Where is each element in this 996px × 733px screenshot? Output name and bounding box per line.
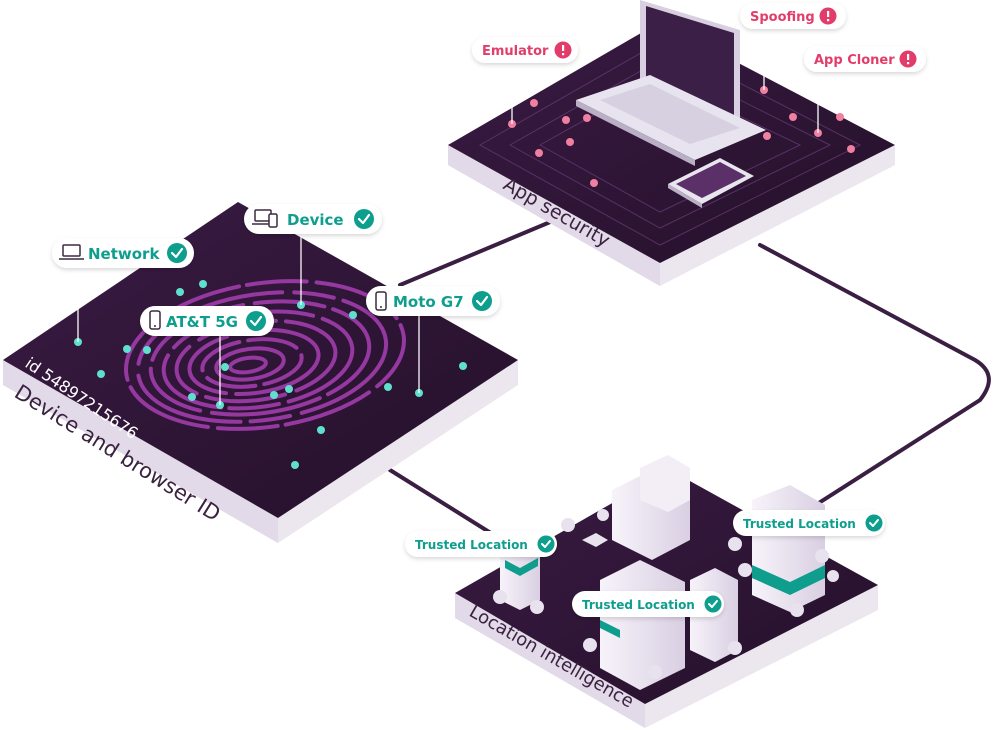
tag-label: App Cloner <box>814 53 895 68</box>
tag-trusted-location-2: Trusted Location <box>572 591 724 617</box>
data-point <box>789 113 797 121</box>
data-point <box>285 385 293 393</box>
device-data-points <box>74 280 467 469</box>
tag-label: Trusted Location <box>415 538 528 552</box>
app-tag-pins <box>511 25 819 133</box>
tag-label: Device <box>287 211 344 229</box>
phone-icon <box>149 310 161 330</box>
data-point <box>188 393 196 401</box>
data-point <box>270 391 278 399</box>
phone-icon <box>375 291 387 311</box>
platform-side <box>3 360 518 543</box>
tag-carrier: AT&T 5G <box>140 306 274 336</box>
laptop-icon <box>59 244 84 260</box>
app-security-platform: App security <box>448 0 895 286</box>
platform-edge-left <box>455 593 645 728</box>
tag-trusted-location-3: Trusted Location <box>733 510 885 536</box>
data-point <box>535 149 543 157</box>
data-point <box>143 346 151 354</box>
data-point <box>176 288 184 296</box>
data-point <box>763 132 771 140</box>
laptop-graphic <box>576 0 766 166</box>
app-data-points <box>508 86 855 187</box>
data-point <box>97 370 105 378</box>
tag-pins <box>77 230 420 405</box>
data-point <box>562 116 570 124</box>
data-point <box>566 138 574 146</box>
tag-label: Trusted Location <box>743 517 856 531</box>
alert-icon <box>554 41 572 59</box>
check-icon <box>246 311 266 331</box>
tag-label: Moto G7 <box>393 293 464 311</box>
data-point <box>847 145 855 153</box>
data-point <box>590 179 598 187</box>
check-icon <box>354 209 374 229</box>
data-point <box>349 311 357 319</box>
data-point <box>530 99 538 107</box>
data-point <box>317 426 325 434</box>
tag-label: AT&T 5G <box>166 313 238 331</box>
tag-emulator: Emulator <box>472 37 578 63</box>
alert-icon <box>899 50 917 68</box>
alert-icon <box>819 7 837 25</box>
check-icon <box>865 514 883 532</box>
tag-device: Device <box>244 204 382 234</box>
city-trees <box>493 509 839 679</box>
connector-device-app <box>398 218 557 287</box>
check-icon <box>167 243 187 263</box>
platform-edge-left <box>3 360 278 543</box>
tag-label: Emulator <box>482 44 549 59</box>
check-icon <box>704 595 722 613</box>
tag-label: Spoofing <box>750 10 815 25</box>
check-icon <box>472 291 492 311</box>
tag-phone-model: Moto G7 <box>366 286 500 316</box>
tablet-graphic <box>668 158 754 208</box>
check-icon <box>537 535 555 553</box>
tag-trusted-location-1: Trusted Location <box>405 531 557 557</box>
data-point <box>583 114 591 122</box>
tag-label: Trusted Location <box>582 598 695 612</box>
data-point <box>199 280 207 288</box>
data-point <box>123 345 131 353</box>
tag-label: Network <box>88 245 160 263</box>
data-point <box>221 363 229 371</box>
tag-network: Network <box>52 238 194 268</box>
tag-spoofing: Spoofing <box>740 3 846 29</box>
connector-app-location <box>758 243 991 517</box>
data-point <box>459 362 467 370</box>
data-point <box>291 461 299 469</box>
devices-icon <box>252 209 278 228</box>
tag-app-cloner: App Cloner <box>804 46 926 72</box>
data-point <box>836 113 844 121</box>
data-point <box>384 383 392 391</box>
platform-edge-left <box>448 145 660 286</box>
